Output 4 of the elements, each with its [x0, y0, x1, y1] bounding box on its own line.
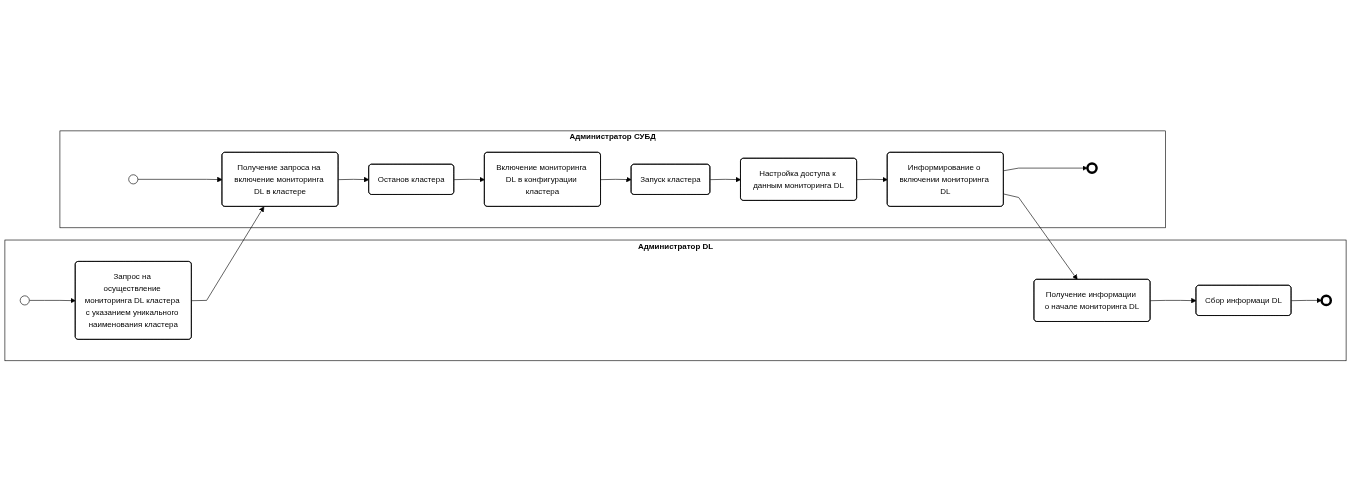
node-circle: [19, 295, 30, 305]
node-circle: [1320, 294, 1333, 306]
node-circle: [1086, 161, 1098, 174]
node-circle: [128, 174, 139, 184]
